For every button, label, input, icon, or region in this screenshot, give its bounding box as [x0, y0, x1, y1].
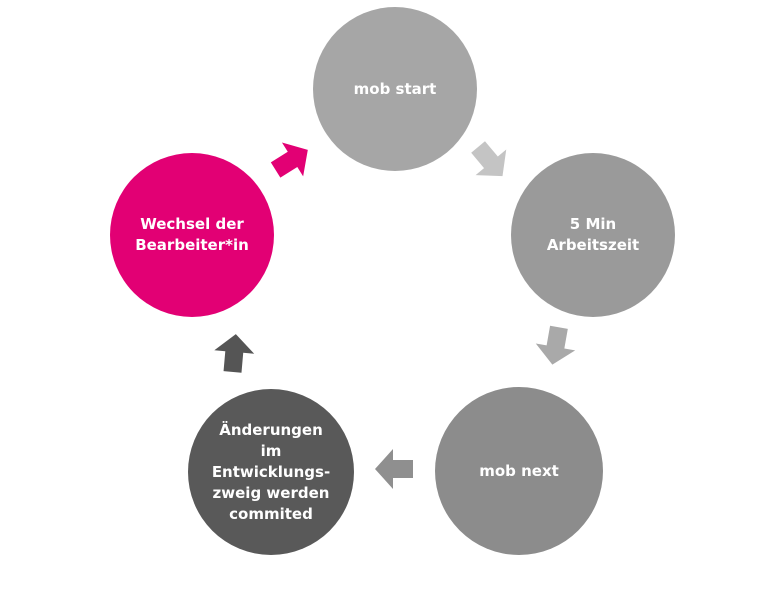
arrow-4-icon: [214, 334, 255, 373]
step-aenderungen-commited: Änderungen im Entwicklungs- zweig werden…: [188, 389, 354, 555]
step-label: mob next: [479, 461, 559, 480]
arrow-1-icon: [471, 141, 507, 177]
step-label: Änderungen im Entwicklungs- zweig werden…: [211, 420, 331, 523]
step-mob-next: mob next: [435, 387, 603, 555]
step-label: mob start: [353, 79, 437, 98]
step-label: 5 Min Arbeitszeit: [546, 215, 640, 254]
arrow-5-icon: [270, 142, 308, 178]
arrow-3-icon: [375, 449, 413, 489]
step-5-min-arbeitszeit: 5 Min Arbeitszeit: [511, 153, 675, 317]
step-wechsel-der-bearbeiterin: Wechsel der Bearbeiter*in: [110, 153, 274, 317]
step-label: Wechsel der Bearbeiter*in: [135, 215, 249, 254]
arrow-2-icon: [535, 325, 576, 365]
step-mob-start: mob start: [313, 7, 477, 171]
